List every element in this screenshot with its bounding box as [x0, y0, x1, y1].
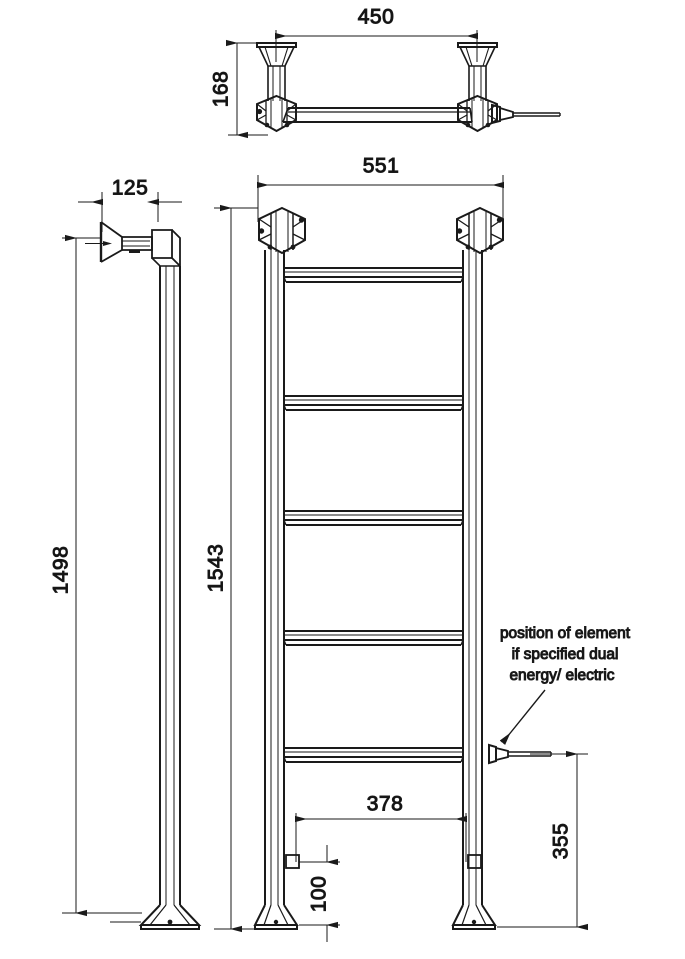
- dimension-plan-width: [275, 30, 478, 62]
- front-mounting-block-left: [285, 854, 300, 869]
- dim-label-foot-spacing: 378: [367, 793, 404, 816]
- side-vertical-tube: [159, 266, 181, 905]
- front-finial-right: [456, 206, 504, 255]
- front-post-right: [462, 250, 483, 905]
- dim-label-front-width: 551: [363, 155, 400, 178]
- dim-label-side-height: 1498: [50, 546, 73, 595]
- plan-view: 450 168: [209, 5, 561, 139]
- front-electric-element: [488, 743, 552, 765]
- ladder-rail: [283, 395, 464, 411]
- dimension-foot-spacing: [295, 813, 467, 862]
- dimension-element-height: [497, 750, 588, 931]
- side-wall-bracket: [85, 221, 181, 269]
- dim-label-front-height: 1543: [205, 544, 228, 593]
- dimension-plan-depth: [226, 39, 268, 139]
- ladder-rail: [283, 267, 464, 283]
- front-elevation-view: 551 1543: [204, 154, 631, 942]
- front-foot-right: [451, 904, 497, 930]
- dimension-foot-block-height: [299, 845, 340, 942]
- dim-label-side-projection: 125: [112, 177, 149, 200]
- ladder-rail: [283, 747, 464, 763]
- dimension-side-height: [62, 234, 142, 917]
- element-note-line-1: position of element: [500, 625, 631, 642]
- front-mounting-block-right: [467, 854, 482, 869]
- side-elevation-view: 125 1498: [49, 176, 202, 930]
- dim-label-plan-depth: 168: [210, 71, 233, 108]
- plan-rail-tube: [282, 107, 473, 123]
- side-foot: [110, 904, 202, 930]
- front-ladder-rails: [283, 267, 464, 763]
- plan-electric-element: [491, 103, 561, 125]
- front-post-left: [264, 250, 285, 905]
- dim-label-foot-block-height: 100: [308, 876, 331, 913]
- dimension-front-width: [257, 175, 504, 222]
- element-note-leader: [499, 689, 546, 745]
- plan-bracket-left: [256, 42, 297, 133]
- element-note-line-3: energy/ electric: [509, 667, 614, 684]
- front-foot-left: [253, 904, 299, 930]
- front-finial-left: [258, 206, 306, 255]
- dim-label-plan-width: 450: [358, 6, 395, 29]
- dim-label-element-height: 355: [550, 823, 573, 860]
- ladder-rail: [283, 510, 464, 526]
- element-note-line-2: if specified dual: [512, 646, 619, 663]
- ladder-rail: [283, 630, 464, 646]
